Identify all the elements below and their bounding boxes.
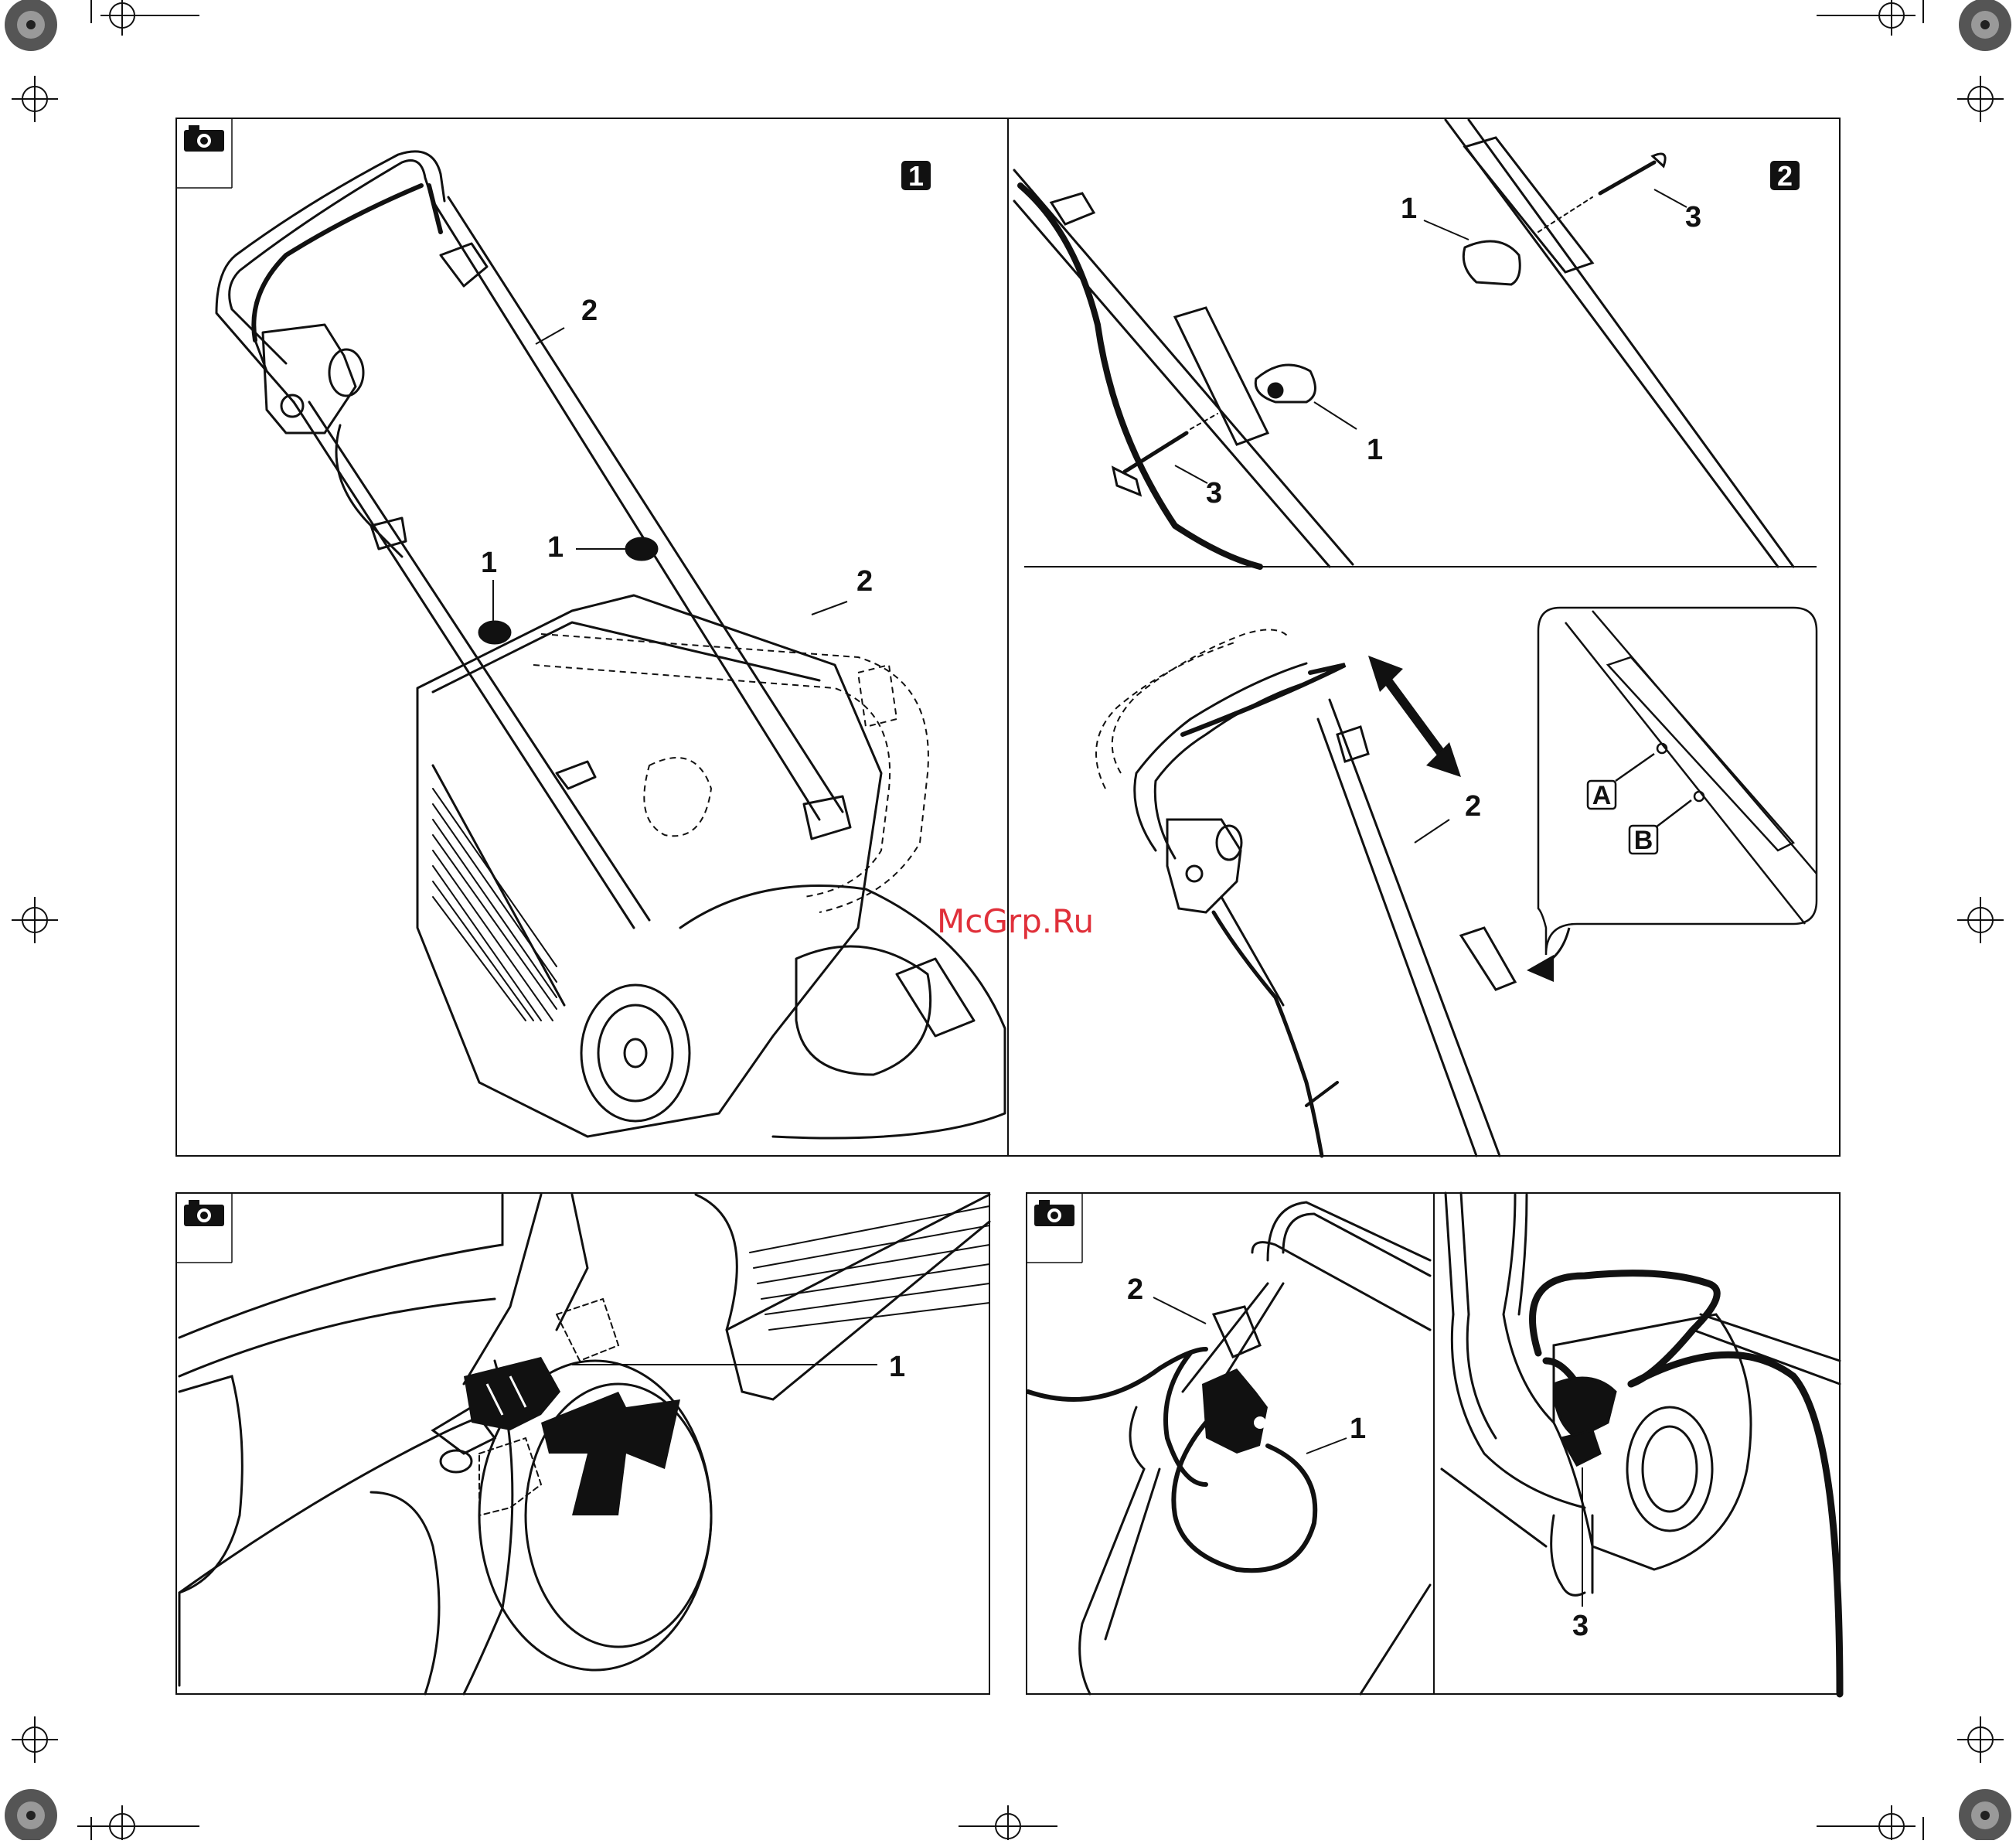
figure-number-badge: 2	[1770, 160, 1800, 192]
inset-label-a: A	[1588, 781, 1616, 810]
callout-2-lower: 2	[856, 565, 873, 598]
plug-solid	[1202, 1369, 1268, 1454]
mower-illustration	[216, 152, 1005, 1138]
label-a: A	[1592, 781, 1612, 810]
handle-height-adjustment	[1135, 663, 1515, 1156]
registration-target	[12, 76, 58, 122]
figure-number-badge: 1	[901, 160, 931, 192]
figure-2-panel: 2 1 1 3	[1008, 118, 1840, 1156]
callout-1-right: 1	[547, 531, 564, 564]
registration-target	[100, 0, 199, 36]
camera-icon	[176, 1193, 232, 1263]
lever-handle-solid	[464, 1357, 560, 1430]
figure-number: 2	[1777, 160, 1793, 192]
inset-label-b: B	[1629, 826, 1657, 855]
label-b: B	[1634, 826, 1653, 855]
callout-1-lever: 1	[889, 1351, 905, 1383]
figure-3-panel: 1	[176, 1193, 989, 1694]
camera-icon	[176, 118, 232, 188]
watermark-text: McGrp.Ru	[937, 902, 1094, 940]
dashed-handle-outline	[1096, 629, 1287, 789]
callout-leaders	[1415, 820, 1449, 843]
hole-position-inset	[1527, 608, 1817, 982]
double-arrow-icon	[1368, 656, 1461, 777]
callout-1-top: 1	[1401, 193, 1417, 225]
callout-1-cable-loop: 1	[1350, 1413, 1366, 1445]
callout-3-hook: 3	[1572, 1610, 1589, 1642]
callout-2-strain-relief: 2	[1127, 1273, 1143, 1306]
registration-target	[12, 1716, 58, 1763]
handle-screw-detail	[1014, 120, 1793, 567]
callout-3-lower: 3	[1206, 477, 1222, 510]
callout-2-adjust: 2	[1465, 790, 1481, 823]
registration-target	[1957, 1716, 2004, 1763]
figure-1-panel: 1	[176, 118, 1008, 1156]
registration-target	[1817, 0, 1916, 36]
registration-target	[1957, 76, 2004, 122]
callout-3-top: 3	[1685, 201, 1701, 233]
figure-number: 1	[908, 160, 924, 192]
registration-target	[1957, 897, 2004, 943]
callout-2-upper: 2	[581, 295, 598, 327]
registration-target	[1817, 1805, 1916, 1840]
registration-target	[12, 897, 58, 943]
registration-target	[77, 1805, 199, 1840]
registration-target	[959, 1805, 1057, 1840]
callout-1-lower: 1	[1367, 434, 1383, 466]
figure-4-panel: 2 1 3	[1027, 1193, 1840, 1694]
camera-icon	[1027, 1193, 1082, 1263]
cable-hook-illustration	[1442, 1193, 1840, 1595]
callout-1-left: 1	[481, 547, 497, 579]
